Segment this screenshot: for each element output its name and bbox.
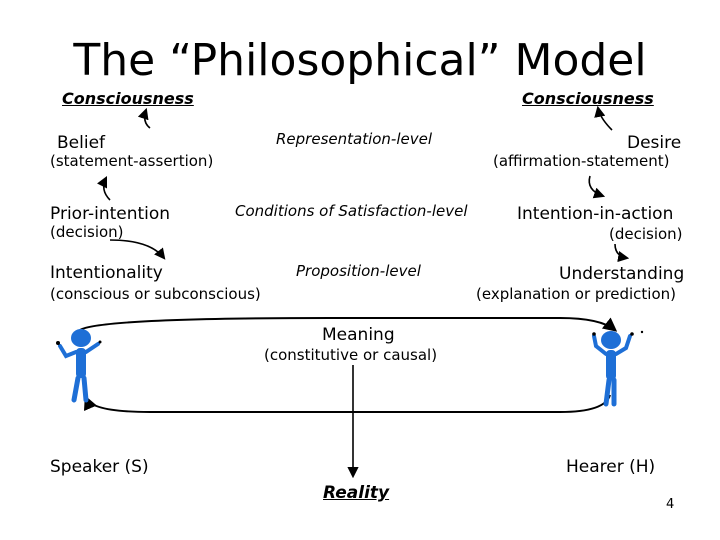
arrow-bottom-arc [84,394,611,413]
prior-intention-label: Prior-intention [50,204,171,224]
page-title: The “Philosophical” Model [73,35,647,86]
prior-intention-sub-label: (decision) [50,223,124,241]
belief-sub-label: (statement-assertion) [50,152,214,170]
intentionality-sub-label: (conscious or subconscious) [50,285,261,303]
arrow-decision-to-understanding [614,243,630,263]
right-consciousness-label: Consciousness [522,89,654,108]
arrow-desire-to-intention [588,175,606,199]
belief-label: Belief [57,133,106,153]
reality-label: Reality [323,483,390,503]
left-consciousness-label: Consciousness [62,89,194,108]
arrow-prior-to-belief [96,175,111,201]
arrow-desire-to-consciousness [594,105,613,131]
understanding-label: Understanding [559,264,685,284]
hearer-label: Hearer (H) [566,457,656,477]
conditions-level-label: Conditions of Satisfaction-level [235,202,468,220]
intentionality-label: Intentionality [50,263,163,283]
hearer-figure-icon [592,330,644,407]
proposition-level-label: Proposition-level [296,262,421,280]
intention-in-action-sub-label: (decision) [609,225,683,243]
arrow-belief-to-consciousness [137,107,151,129]
arrow-decision-to-intentionality [109,239,166,260]
intention-in-action-label: Intention-in-action [517,204,674,224]
meaning-label: Meaning [322,325,395,345]
desire-sub-label: (affirmation-statement) [493,152,670,170]
speaker-figure-icon [56,329,102,403]
desire-label: Desire [627,133,682,153]
meaning-sub-label: (constitutive or causal) [264,346,438,364]
page-number: 4 [666,497,675,512]
understanding-sub-label: (explanation or prediction) [476,285,676,303]
speaker-label: Speaker (S) [50,457,149,477]
arrow-top-arc [79,317,618,332]
representation-level-label: Representation-level [276,130,433,148]
